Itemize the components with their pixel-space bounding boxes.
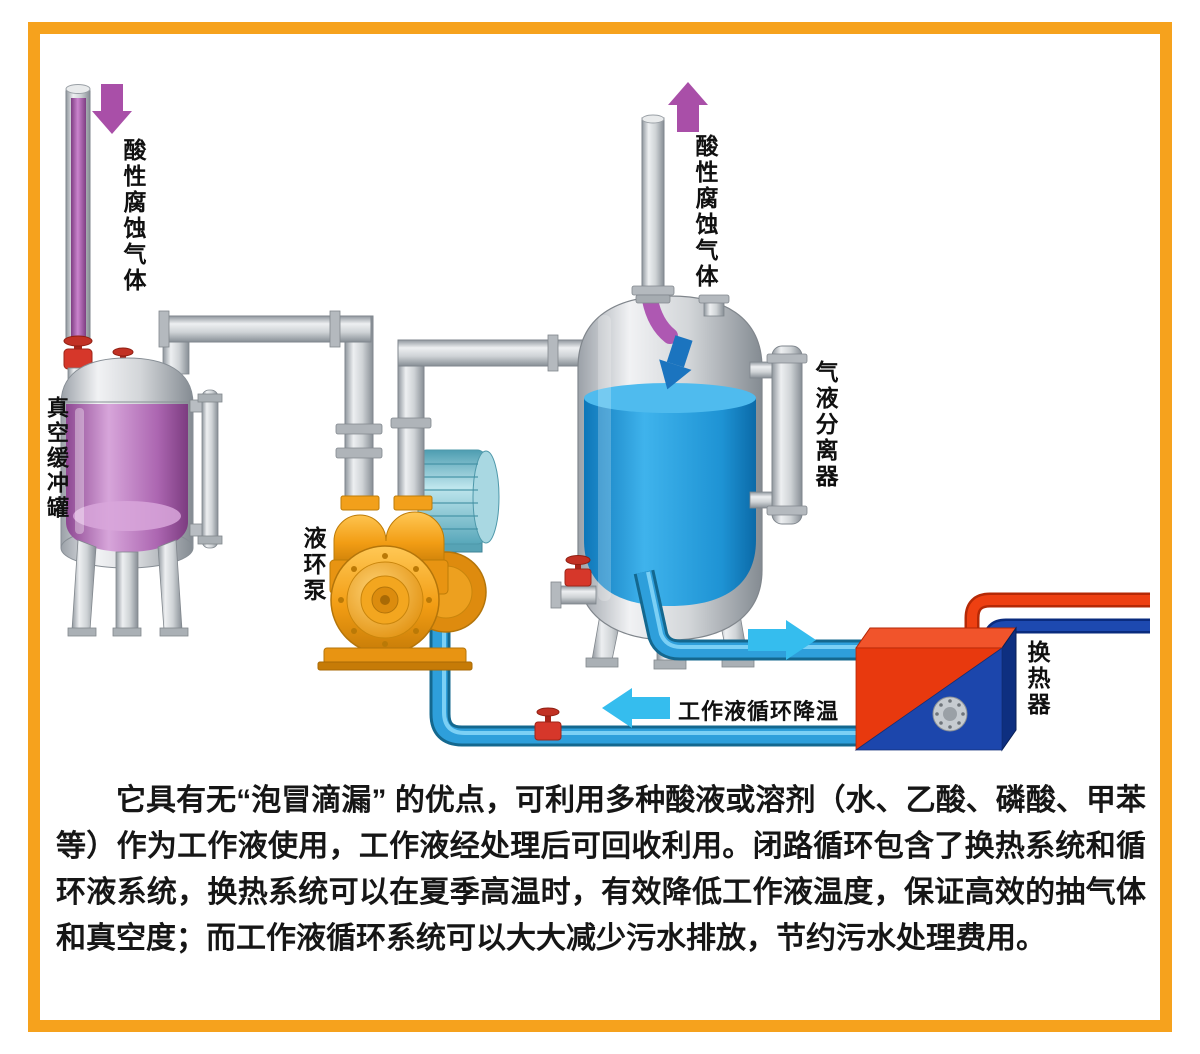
description-text: 它具有无“泡冒滴漏” 的优点，可利用多种酸液或溶剂（水、乙酸、磷酸、甲苯等）作为… <box>56 784 1146 955</box>
process-pipes <box>158 310 613 505</box>
flow-arrow-left-icon <box>602 688 670 728</box>
liquid-ring-pump <box>317 495 487 671</box>
process-diagram <box>60 82 1150 752</box>
gas-inlet-arrow-icon <box>92 84 132 134</box>
separator-drain-valve <box>550 555 597 609</box>
flow-arrow-right-icon <box>748 620 816 660</box>
separator-side-column <box>749 345 808 525</box>
label-separator: 气液分离器 <box>812 360 838 490</box>
gas-curve-arrow-icon <box>642 292 678 344</box>
label-gas-right: 酸性腐蚀气体 <box>692 134 718 290</box>
liquid-drop-arrow-icon <box>659 335 693 390</box>
gas-outlet-arrow-icon <box>668 82 708 132</box>
return-pipe <box>429 596 866 747</box>
gas-liquid-separator <box>550 82 808 670</box>
label-pump: 液环泵 <box>300 526 326 604</box>
tank-level-gauge <box>189 389 223 549</box>
label-vacuum-tank: 真空缓冲罐 <box>44 396 69 521</box>
label-heat-exchanger: 换热器 <box>1024 640 1050 718</box>
label-circulation: 工作液循环降温 <box>678 699 840 724</box>
heat-exchanger <box>854 626 1017 752</box>
vacuum-buffer-tank <box>60 84 223 637</box>
label-gas-left: 酸性腐蚀气体 <box>120 138 146 294</box>
separator-outlet-pipe <box>633 569 866 661</box>
circulation-valve <box>534 707 562 741</box>
